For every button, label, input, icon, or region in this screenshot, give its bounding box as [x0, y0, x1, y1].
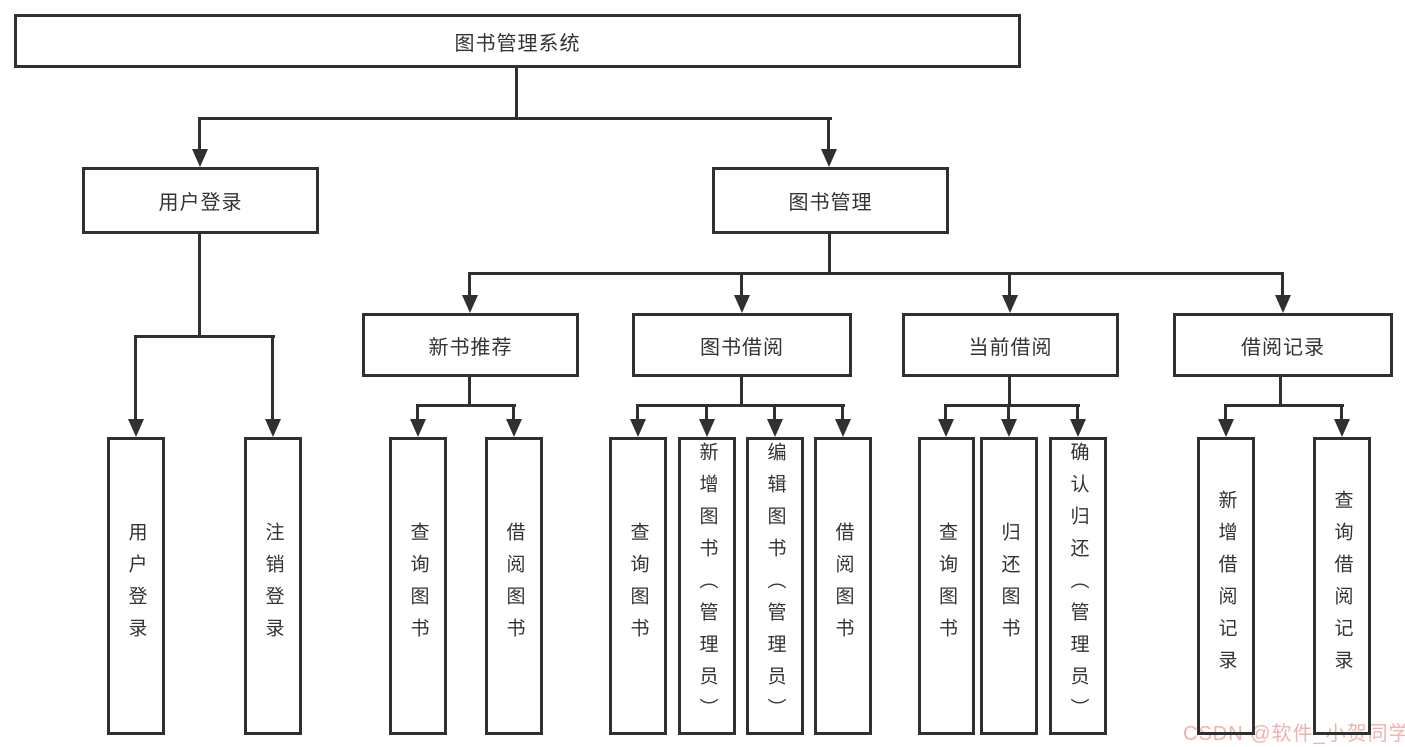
- leaf-confirm-return-admin: 确认归还（管理员）: [1049, 437, 1107, 735]
- edge-bb-edit-stem: [773, 404, 776, 421]
- leaf-query-books-borrow: 查询图书: [609, 437, 667, 735]
- edge-book-management-bar: [468, 272, 1284, 275]
- node-book-borrow-label: 图书借阅: [700, 336, 784, 359]
- node-current-borrow-label: 当前借阅: [968, 336, 1053, 359]
- leaf-query-books-borrow-label: 查询图书: [627, 522, 649, 650]
- arrow-leaf-user-login: [128, 419, 144, 437]
- node-root-label: 图书管理系统: [454, 32, 581, 55]
- arrow-nb-query: [410, 419, 426, 437]
- edge-bb-borrow-stem: [841, 404, 844, 421]
- leaf-query-books-recommend-label: 查询图书: [407, 522, 429, 650]
- arrow-to-book-management: [821, 149, 837, 167]
- arrow-nb-borrow: [506, 419, 522, 437]
- leaf-add-borrow-record-label: 新增借阅记录: [1215, 490, 1237, 682]
- edge-user-login-stem: [198, 234, 201, 337]
- leaf-edit-books-admin: 编辑图书（管理员）: [746, 437, 804, 735]
- node-borrow-records: 借阅记录: [1173, 313, 1393, 377]
- arrow-cb-confirm: [1070, 419, 1086, 437]
- edge-user-login-bar: [134, 335, 275, 338]
- leaf-borrow-books: 借阅图书: [814, 437, 872, 735]
- edge-borrow-records-stem2: [1279, 377, 1282, 407]
- leaf-confirm-return-admin-label: 确认归还（管理员）: [1067, 442, 1089, 730]
- edge-bb-query-stem: [636, 404, 639, 421]
- arrow-bb-edit: [767, 419, 783, 437]
- edge-to-borrow-records-stem: [1281, 272, 1284, 297]
- leaf-add-borrow-record: 新增借阅记录: [1197, 437, 1255, 735]
- edge-new-book-stem: [468, 377, 471, 407]
- arrow-to-user-login: [192, 149, 208, 167]
- arrow-bb-query: [630, 419, 646, 437]
- edge-leaf-logout-stem: [271, 335, 274, 421]
- arrow-br-add: [1218, 419, 1234, 437]
- edge-br-query-stem: [1340, 404, 1343, 421]
- arrow-cb-query: [938, 419, 954, 437]
- leaf-user-login-label: 用户登录: [125, 522, 147, 650]
- node-user-login: 用户登录: [82, 167, 319, 234]
- node-root: 图书管理系统: [14, 14, 1021, 68]
- leaf-borrow-books-label: 借阅图书: [832, 522, 854, 650]
- edge-root-bar: [198, 117, 832, 120]
- edge-cb-confirm-stem: [1076, 404, 1079, 421]
- edge-to-book-management-stem: [827, 117, 830, 151]
- edge-cb-return-stem: [1007, 404, 1010, 421]
- node-book-borrow: 图书借阅: [632, 313, 852, 377]
- leaf-logout-login-label: 注销登录: [262, 522, 284, 650]
- arrow-cb-return: [1001, 419, 1017, 437]
- leaf-query-books-current: 查询图书: [918, 437, 975, 735]
- node-current-borrow: 当前借阅: [902, 313, 1119, 377]
- edge-current-borrow-bar: [944, 404, 1080, 407]
- node-new-book-recommend-label: 新书推荐: [428, 336, 513, 359]
- arrow-to-borrow-records: [1275, 295, 1291, 313]
- leaf-add-books-admin-label: 新增图书（管理员）: [696, 442, 718, 730]
- edge-nb-query-stem: [416, 404, 419, 421]
- edge-nb-borrow-stem: [512, 404, 515, 421]
- edge-to-new-book-stem: [468, 272, 471, 297]
- node-new-book-recommend: 新书推荐: [362, 313, 579, 377]
- node-borrow-records-label: 借阅记录: [1241, 336, 1325, 359]
- arrow-br-query: [1334, 419, 1350, 437]
- leaf-return-books: 归还图书: [980, 437, 1038, 735]
- leaf-query-borrow-record: 查询借阅记录: [1313, 437, 1371, 735]
- arrow-to-current-borrow: [1002, 295, 1018, 313]
- leaf-user-login: 用户登录: [107, 437, 165, 735]
- leaf-query-books-recommend: 查询图书: [389, 437, 447, 735]
- arrow-to-new-book: [462, 295, 478, 313]
- leaf-return-books-label: 归还图书: [998, 522, 1020, 650]
- edge-book-management-stem: [828, 234, 831, 275]
- edge-to-book-borrow-stem: [740, 272, 743, 297]
- edge-current-borrow-stem2: [1008, 377, 1011, 407]
- leaf-query-books-current-label: 查询图书: [936, 522, 957, 650]
- leaf-add-books-admin: 新增图书（管理员）: [678, 437, 736, 735]
- edge-cb-query-stem: [944, 404, 947, 421]
- edge-borrow-records-bar: [1224, 404, 1344, 407]
- leaf-logout-login: 注销登录: [244, 437, 302, 735]
- leaf-query-borrow-record-label: 查询借阅记录: [1331, 490, 1353, 682]
- arrow-to-book-borrow: [734, 295, 750, 313]
- node-book-management: 图书管理: [712, 167, 949, 234]
- edge-to-current-borrow-stem: [1008, 272, 1011, 297]
- leaf-edit-books-admin-label: 编辑图书（管理员）: [764, 442, 786, 730]
- edge-book-borrow-bar: [636, 404, 845, 407]
- edge-leaf-user-login-stem: [134, 335, 137, 421]
- edge-root-stem: [515, 68, 518, 120]
- arrow-bb-borrow: [835, 419, 851, 437]
- edge-br-add-stem: [1224, 404, 1227, 421]
- edge-bb-add-stem: [705, 404, 708, 421]
- arrow-bb-add: [699, 419, 715, 437]
- csdn-watermark: CSDN @软件_小贺同学: [1183, 723, 1405, 745]
- edge-book-borrow-stem2: [740, 377, 743, 407]
- node-book-management-label: 图书管理: [788, 192, 873, 214]
- edge-to-user-login-stem: [198, 117, 201, 151]
- leaf-borrow-books-recommend: 借阅图书: [485, 437, 543, 735]
- edge-new-book-bar: [416, 404, 516, 407]
- node-user-login-label: 用户登录: [158, 192, 243, 214]
- arrow-leaf-logout: [265, 419, 281, 437]
- leaf-borrow-books-recommend-label: 借阅图书: [503, 522, 525, 650]
